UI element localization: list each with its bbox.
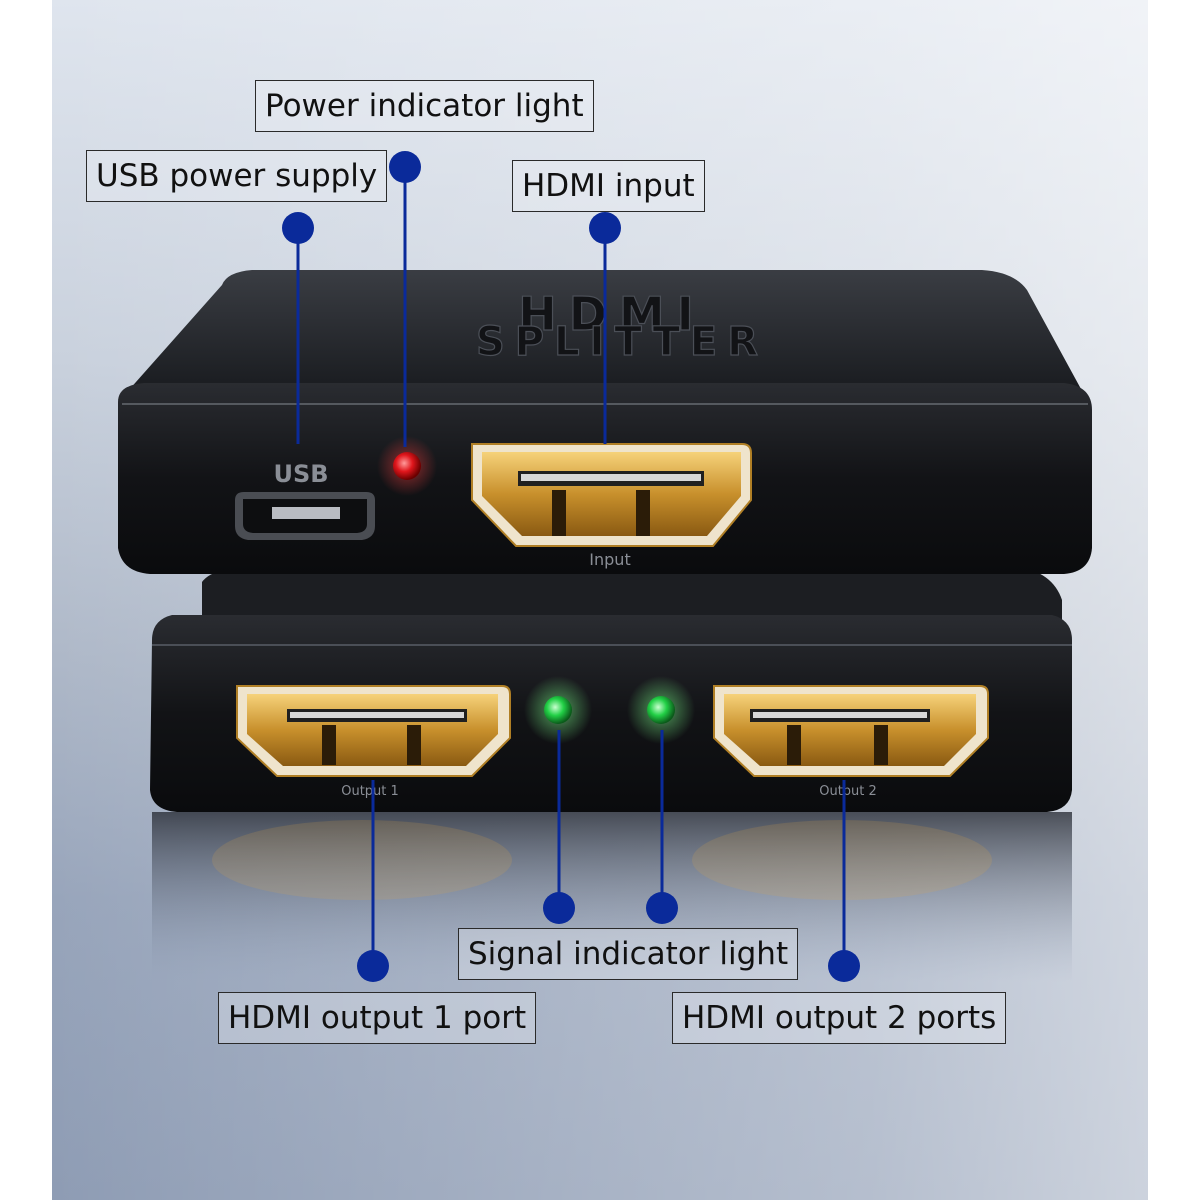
usb-engraving: USB [273, 460, 328, 488]
signal2-callout-dot [646, 892, 678, 924]
callout-lines [282, 151, 860, 982]
output1-engraving: Output 1 [341, 784, 399, 799]
signal-led-1 [544, 696, 572, 724]
usb-power-label: USB power supply [86, 150, 388, 202]
signal-leds [524, 676, 695, 744]
input-callout-dot [589, 212, 621, 244]
signal1-callout-dot [543, 892, 575, 924]
power-indicator-label: Power indicator light [255, 80, 594, 132]
power-led [377, 436, 437, 496]
hdmi-output1-port [236, 685, 511, 777]
hdmi-output1-label: HDMI output 1 port [218, 992, 537, 1044]
power-callout-dot [389, 151, 421, 183]
output2-callout-dot [828, 950, 860, 982]
usb-callout-dot [282, 212, 314, 244]
input-engraving: Input [589, 550, 630, 569]
hdmi-output2-label: HDMI output 2 ports [672, 992, 1007, 1044]
output1-callout-dot [357, 950, 389, 982]
signal-led-2 [647, 696, 675, 724]
hdmi-output2-port [713, 685, 989, 777]
product-photo: Output 1 Output 2 HDMI SPLITTER USB [52, 0, 1148, 1200]
output2-engraving: Output 2 [819, 784, 877, 799]
signal-indicator-label: Signal indicator light [458, 928, 799, 980]
usb-port: USB [235, 460, 375, 540]
hdmi-input-port: Input [471, 443, 752, 569]
engraving-splitter: SPLITTER [476, 319, 768, 365]
hdmi-input-label: HDMI input [512, 160, 705, 212]
hdmi-splitter-illustration: Output 1 Output 2 HDMI SPLITTER USB [52, 0, 1148, 1200]
